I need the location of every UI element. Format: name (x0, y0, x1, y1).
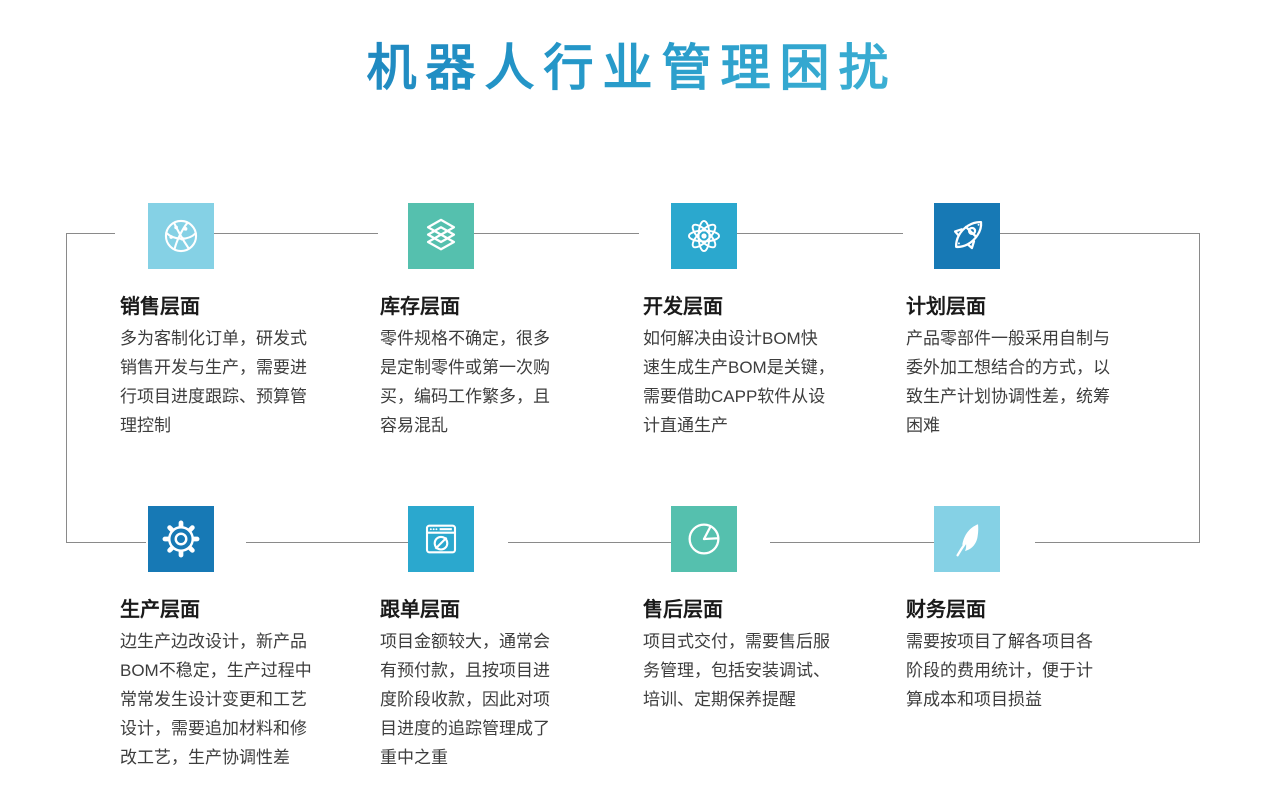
connector-line-h (1035, 542, 1199, 543)
section-title: 销售层面 (120, 296, 200, 318)
section-card-after-sales: 售后层面 项目式交付，需要售后服 务管理，包括安装调试、 培训、定期保养提醒 (643, 506, 903, 714)
section-card-development: 开发层面 如何解决由设计BOM快 速生成生产BOM是关键， 需要借助CAPP软件… (643, 203, 903, 440)
development-icon-tile (671, 203, 737, 269)
section-body: 需要按项目了解各项目各 阶段的费用统计，便于计 算成本和项目损益 (906, 632, 1093, 709)
section-title: 库存层面 (380, 296, 460, 318)
pie-chart-icon (688, 523, 720, 555)
section-body: 零件规格不确定，很多 是定制零件或第一次购 买，编码工作繁多，且 容易混乱 (380, 329, 550, 435)
connector-line-h (770, 542, 934, 543)
gear-icon (162, 520, 200, 558)
inventory-icon-tile (408, 203, 474, 269)
connector-line-h (999, 233, 1199, 234)
section-body: 产品零部件一般采用自制与 委外加工想结合的方式，以 致生产计划协调性差，统筹 困… (906, 329, 1110, 435)
section-card-order-tracking: 跟单层面 项目金额较大，通常会 有预付款，且按项目进 度阶段收款，因此对项 目进… (380, 506, 640, 772)
section-card-production: 生产层面 边生产边改设计，新产品 BOM不稳定，生产过程中 常常发生设计变更和工… (120, 506, 380, 772)
connector-line-h (508, 542, 671, 543)
connector-line-h (246, 542, 409, 543)
rocket-icon (953, 221, 983, 250)
connector-line-h (66, 542, 146, 543)
section-body: 如何解决由设计BOM快 速生成生产BOM是关键， 需要借助CAPP软件从设 计直… (643, 329, 835, 435)
order-tracking-icon-tile (408, 506, 474, 572)
section-title: 生产层面 (120, 599, 200, 621)
section-card-inventory: 库存层面 零件规格不确定，很多 是定制零件或第一次购 买，编码工作繁多，且 容易… (380, 203, 640, 440)
connector-bracket-right (1199, 233, 1200, 543)
after-sales-icon-tile (671, 506, 737, 572)
section-body: 边生产边改设计，新产品 BOM不稳定，生产过程中 常常发生设计变更和工艺 设计，… (120, 632, 312, 767)
section-body: 项目式交付，需要售后服 务管理，包括安装调试、 培训、定期保养提醒 (643, 632, 830, 709)
section-title: 售后层面 (643, 599, 723, 621)
globe-network-icon (164, 219, 198, 253)
section-title: 跟单层面 (380, 599, 460, 621)
section-title: 开发层面 (643, 296, 723, 318)
connector-bracket-left (66, 233, 67, 543)
connector-line-h (213, 233, 378, 234)
finance-icon-tile (934, 506, 1000, 572)
feather-icon (956, 524, 979, 557)
atom-icon (687, 219, 721, 253)
browser-compass-icon (425, 524, 457, 554)
planning-icon-tile (934, 203, 1000, 269)
production-icon-tile (148, 506, 214, 572)
section-title: 财务层面 (906, 599, 986, 621)
section-body: 多为客制化订单，研发式 销售开发与生产，需要进 行项目进度跟踪、预算管 理控制 (120, 329, 307, 435)
connector-line-h (66, 233, 115, 234)
section-card-sales: 销售层面 多为客制化订单，研发式 销售开发与生产，需要进 行项目进度跟踪、预算管… (120, 203, 380, 440)
layers-icon (426, 218, 456, 251)
section-card-planning: 计划层面 产品零部件一般采用自制与 委外加工想结合的方式，以 致生产计划协调性差… (906, 203, 1166, 440)
page-title: 机器人行业管理困扰 (0, 40, 1264, 96)
section-card-finance: 财务层面 需要按项目了解各项目各 阶段的费用统计，便于计 算成本和项目损益 (906, 506, 1166, 714)
section-body: 项目金额较大，通常会 有预付款，且按项目进 度阶段收款，因此对项 目进度的追踪管… (380, 632, 550, 767)
section-title: 计划层面 (906, 296, 986, 318)
connector-line-h (737, 233, 903, 234)
connector-line-h (474, 233, 639, 234)
sales-icon-tile (148, 203, 214, 269)
